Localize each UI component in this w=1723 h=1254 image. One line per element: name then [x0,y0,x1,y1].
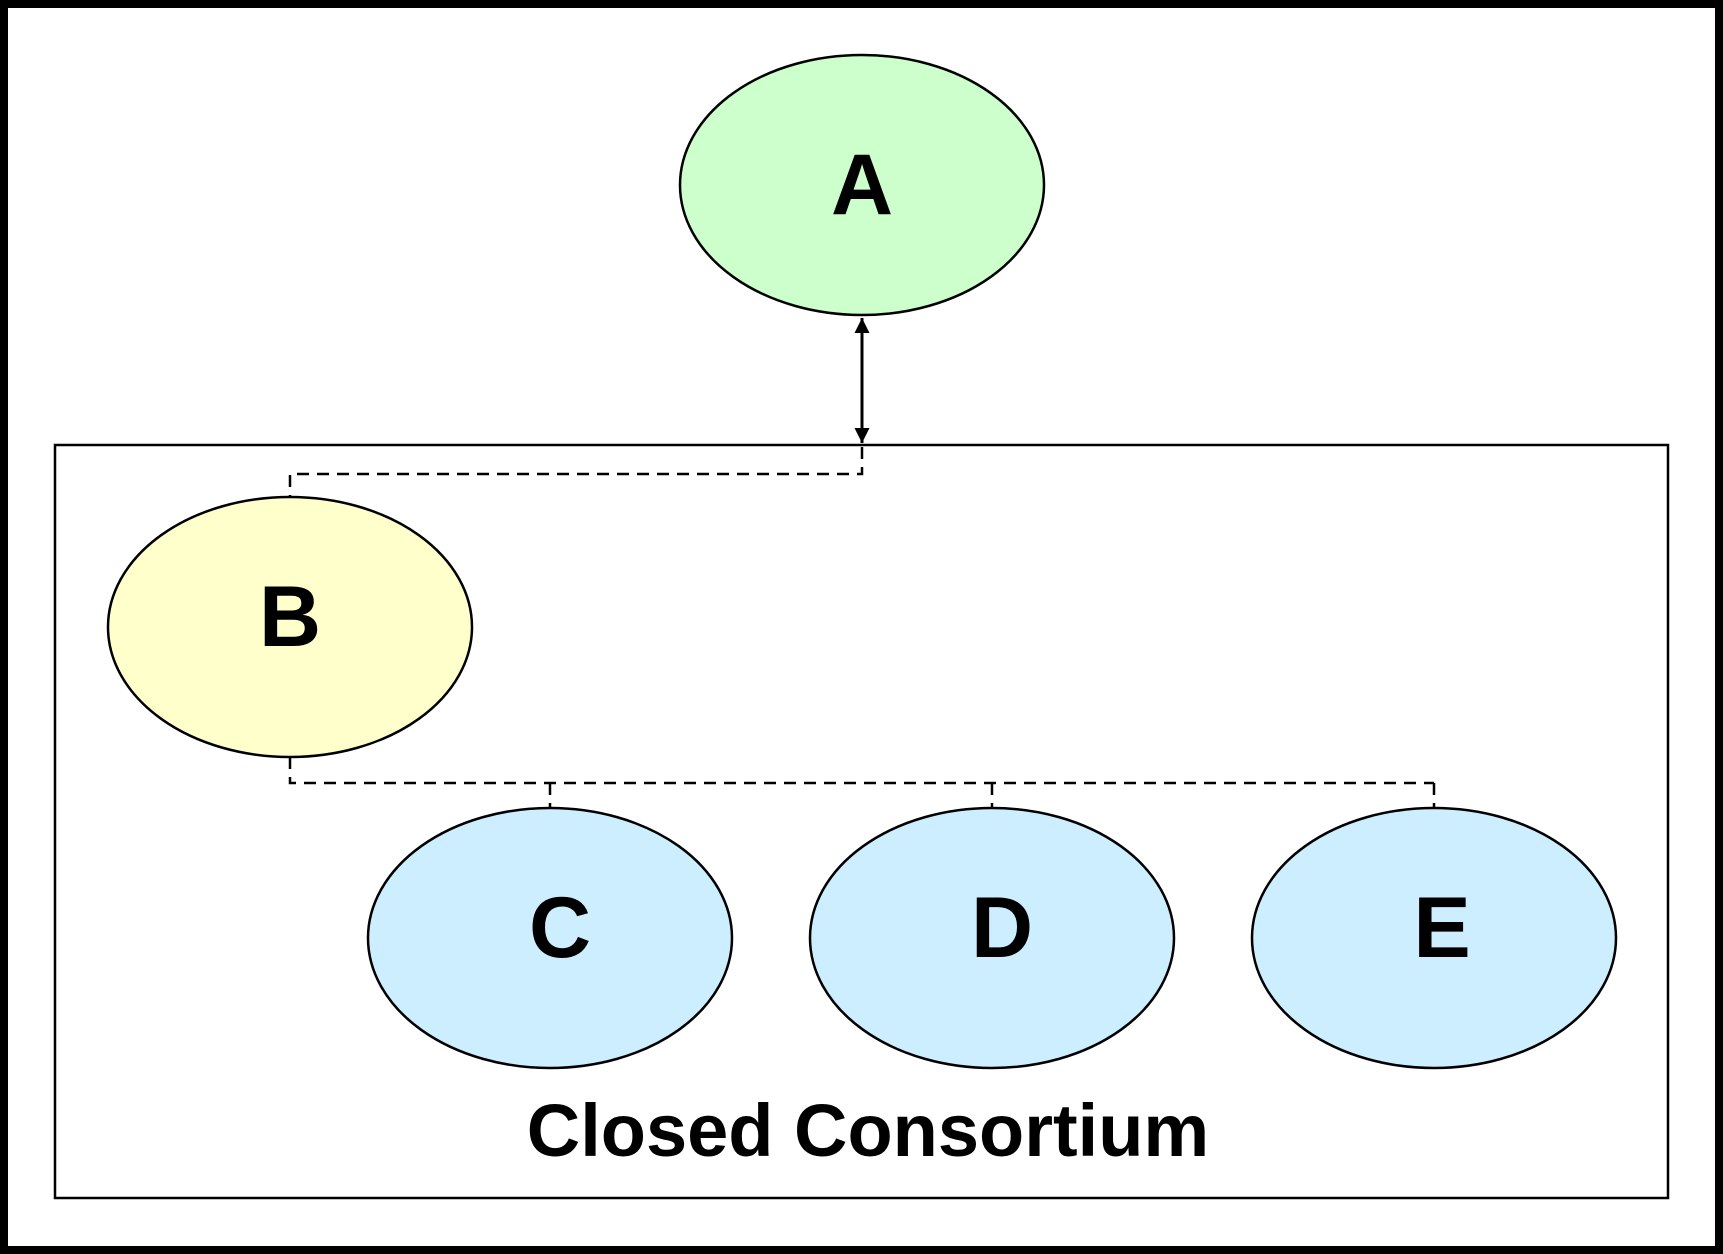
node-a-label: A [831,137,893,233]
node-e-label: E [1413,880,1470,976]
edge-consortium-b [288,447,864,497]
node-b-label: B [259,569,321,665]
consortium-group-box [53,443,1670,1200]
node-a-shape [678,53,1046,317]
node-d-label: D [971,880,1033,976]
node-b-shape [106,495,474,759]
node-b: B [106,495,474,759]
node-c: C [366,806,734,1070]
node-e: E [1250,806,1618,1070]
edge-b-bus [288,757,1434,785]
node-a: A [678,53,1046,317]
node-d-shape [808,806,1176,1070]
node-d: D [808,806,1176,1070]
node-e-shape [1250,806,1618,1070]
consortium-label: Closed Consortium [527,1089,1209,1172]
node-c-label: C [529,880,591,976]
node-c-shape [366,806,734,1070]
